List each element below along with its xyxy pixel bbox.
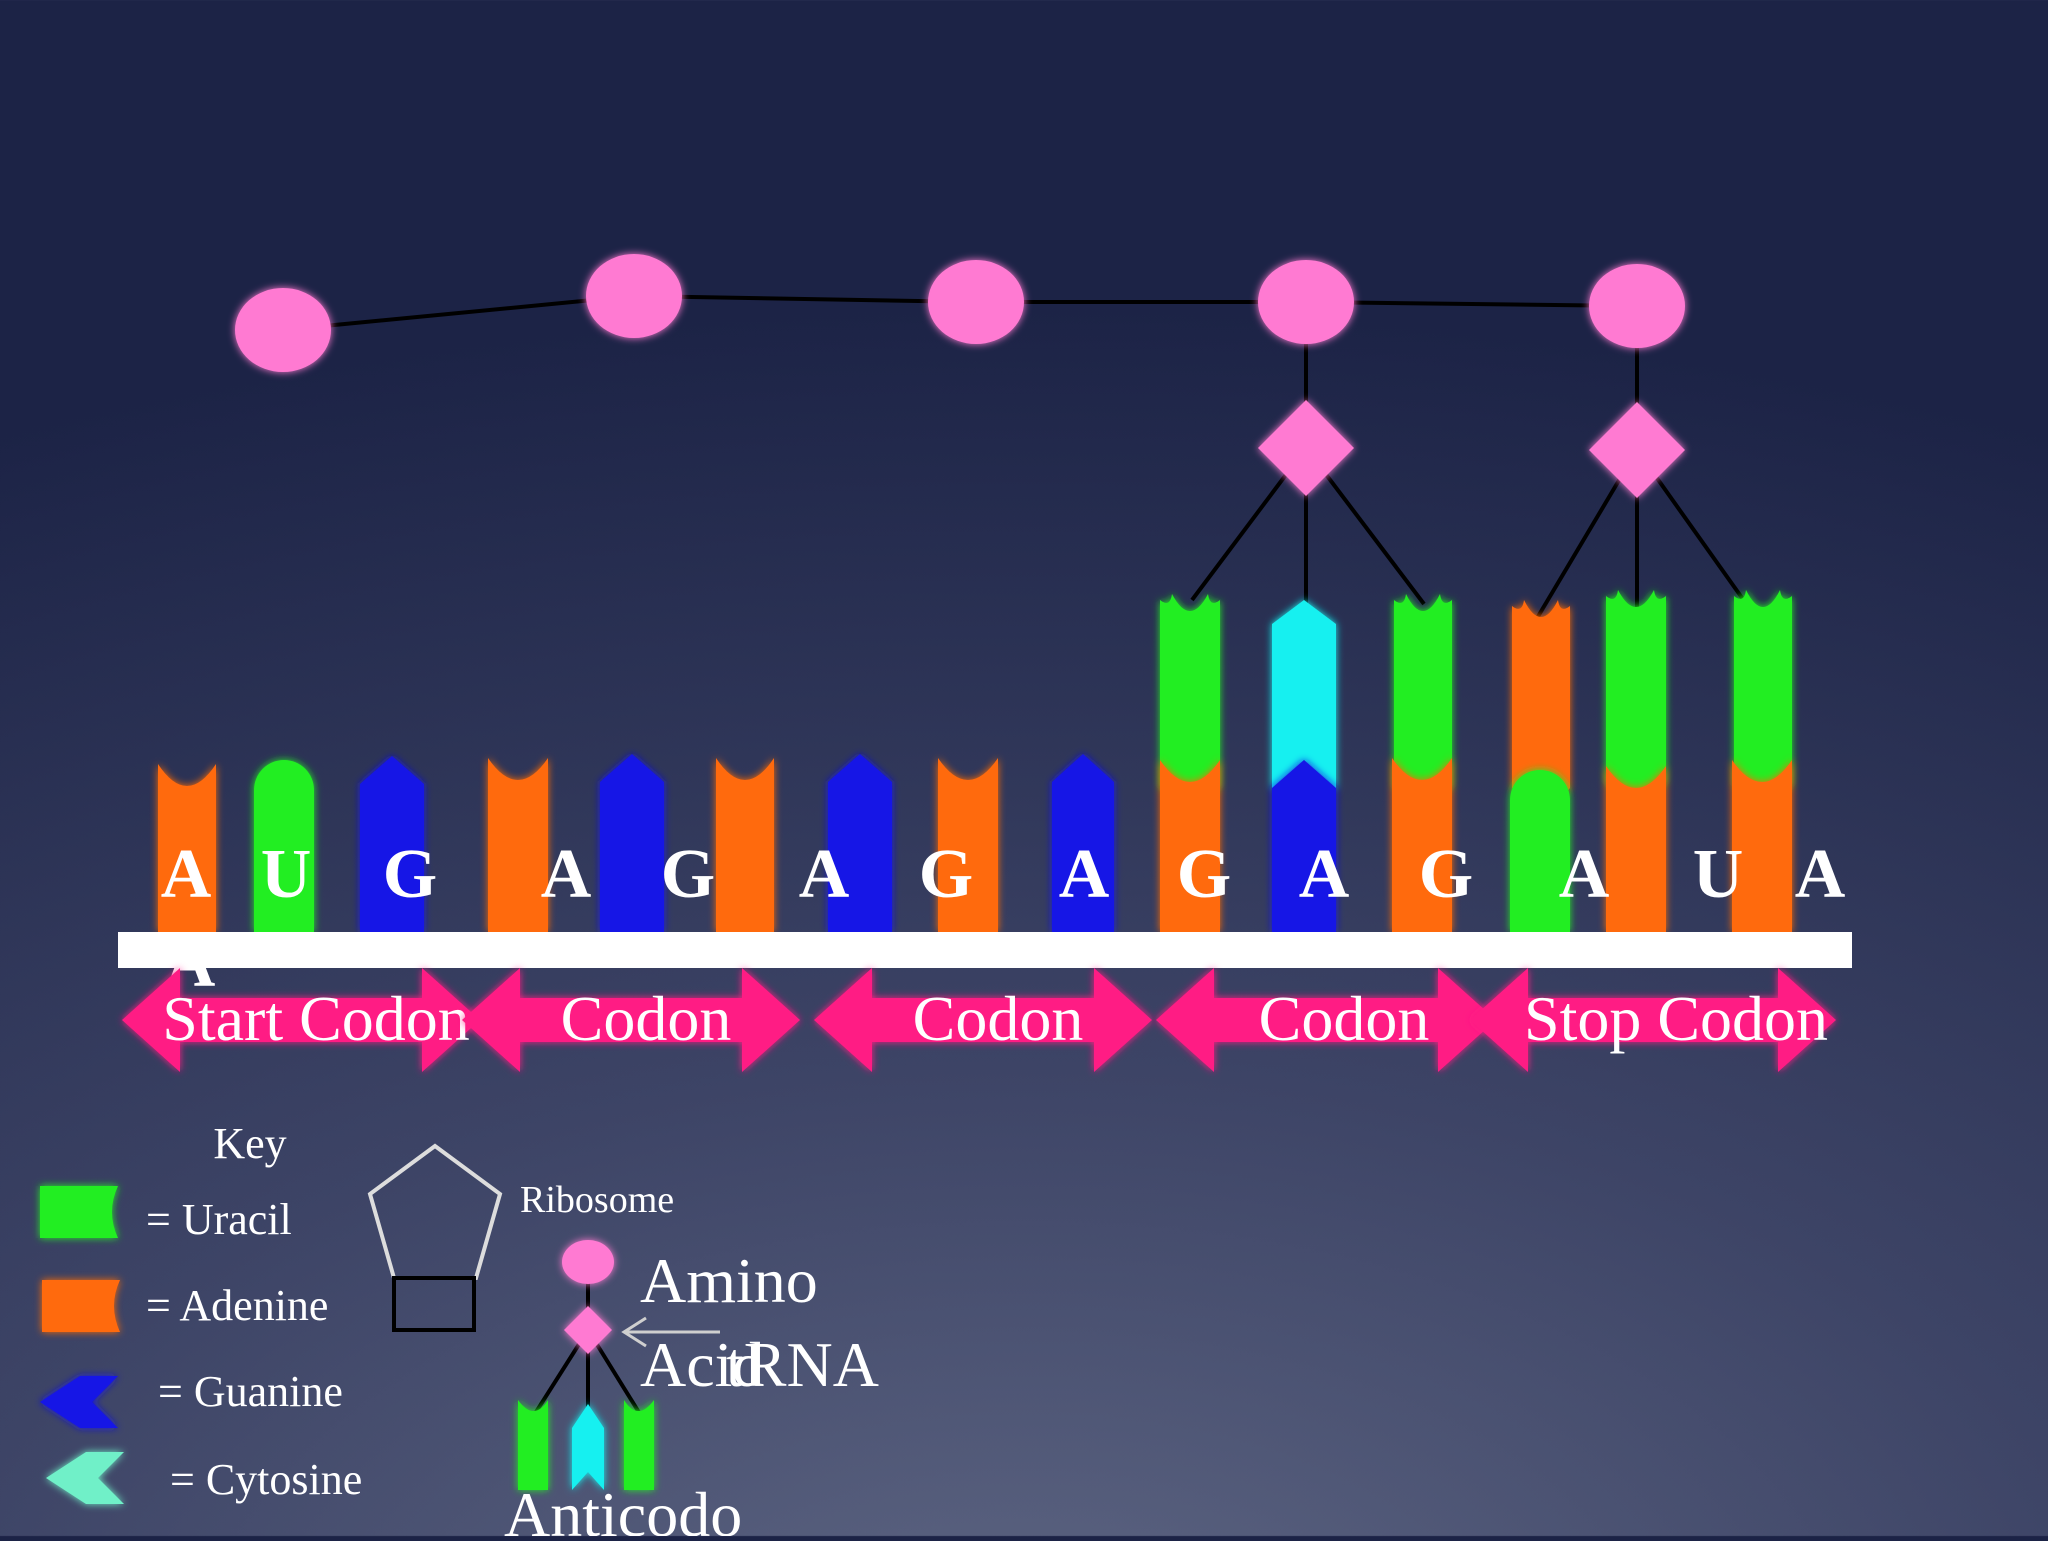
peptide-bond [633,294,977,304]
adenine-base [1732,760,1792,932]
key-label-cytosine: = Cytosine [170,1455,362,1504]
amino-acid [235,288,331,372]
trna-diamond [1258,400,1354,496]
key-title: Key [213,1119,286,1168]
guanine-base [1272,760,1336,932]
adenine-base [1160,760,1220,932]
amino-acid-chain [235,254,1764,632]
amino-acid [1589,264,1685,348]
adenine-base [488,758,548,932]
mrna-letter: A [799,836,850,913]
uracil-key-icon [40,1186,118,1238]
mrna-letter: A [1059,836,1110,913]
guanine-key-icon [40,1376,118,1428]
uracil-anticodon-base [1394,594,1452,804]
codon-label: Stop Codon [1524,983,1828,1054]
guanine-base [360,756,424,932]
codon-label: Codon [1259,983,1430,1054]
peptide-bond [282,294,635,332]
codon-label: Codon [913,983,1084,1054]
key-label-adenine: = Adenine [146,1281,328,1330]
codon-arrow [814,968,1152,1072]
guanine-base [1052,754,1114,932]
uracil-base [1510,770,1570,932]
ribosome-icon [367,1143,503,1332]
mrna-letter: G [919,836,973,913]
codon-arrows: Start Codon Codon Codon Codon Stop Codon [122,968,1836,1072]
codon-arrow [462,968,800,1072]
uracil-anticodon-base [1160,594,1220,804]
codon-label: Start Codon [162,983,470,1054]
mrna-letter: A [541,836,592,913]
mrna-letter: G [1177,836,1231,913]
amino-acid-label-line2: Acid [640,1329,764,1400]
key: Key = Uracil = Adenine = Guanine = Cytos… [40,1119,362,1504]
adenine-base [1606,766,1666,932]
trna-arm [1635,448,1764,628]
amino-acid [928,260,1024,344]
mrna-letter: G [383,836,437,913]
adenine-base [1392,758,1452,932]
trna-diamond [1589,402,1685,498]
trna-label: tRNA [726,1329,879,1400]
mrna-letter: U [261,836,312,913]
key-label-uracil: = Uracil [146,1195,292,1244]
mrna-letter: A [161,836,212,913]
guanine-base [828,754,892,932]
codon-arrow [122,968,480,1072]
key-label-guanine: = Guanine [158,1367,343,1416]
amino-acid [1258,260,1354,344]
mrna-letter: A [1795,836,1846,913]
adenine-key-icon [42,1280,120,1332]
peptide-bond [1305,300,1638,308]
amino-acid-label-line1: Amino [640,1245,818,1316]
adenine-base [938,758,998,932]
anticodon-label: Anticodo [504,1479,742,1536]
ribosome-label: Ribosome [520,1179,674,1221]
adenine-anticodon-base [1512,600,1570,806]
cytosine-anticodon-base [1272,600,1336,790]
mrna-letter: A [1559,836,1610,913]
uracil-base [254,760,314,932]
adenine-base [716,758,774,932]
adenine-base [158,764,216,932]
amino-acid [586,254,682,338]
mrna-letter: G [1419,836,1473,913]
mrna-strand [118,932,1852,968]
trna-legend-icon [518,1240,720,1490]
mrna-letter: U [1693,836,1744,913]
codon-arrow [1156,968,1496,1072]
mrna-letter: G [661,836,715,913]
uracil-anticodon-base [1606,590,1666,800]
guanine-base [600,754,664,932]
codon-arrow [1470,968,1836,1072]
trna-anticodons [1160,590,1792,806]
mrna-letter: A [1299,836,1350,913]
cytosine-key-icon [46,1452,124,1504]
mrna-bases [158,754,1792,932]
uracil-anticodon-base [1734,590,1792,802]
codon-label: Codon [561,983,732,1054]
